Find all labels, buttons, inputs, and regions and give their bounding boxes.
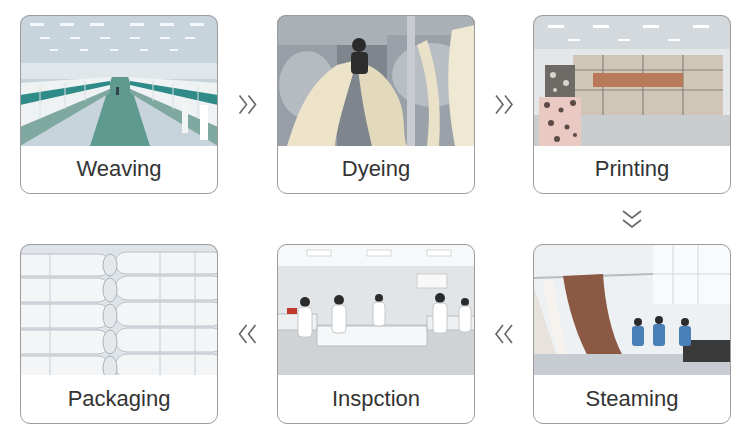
label-grounds [21,146,730,423]
steaming-photo [533,244,731,375]
process-card: Printing [533,15,731,194]
label-area: Dyeing [278,145,474,193]
printing-photo [533,15,731,146]
double-chevron-arrow [623,211,641,227]
inspection-photo [277,244,475,375]
step-label: Printing [595,156,670,182]
step-label: Packaging [68,386,171,412]
double-chevron-arrow [240,325,256,343]
double-chevron-arrow [496,325,512,343]
double-chevron-arrow [240,96,256,114]
label-area: Printing [534,145,730,193]
process-card: Inspction [277,244,475,424]
label-area: Weaving [21,145,217,193]
label-area: Steaming [534,375,730,423]
process-card: Weaving [20,15,218,194]
process-card: Steaming [533,244,731,424]
process-card: Dyeing [277,15,475,194]
step-label: Weaving [76,156,161,182]
process-card: Packaging [20,244,218,424]
packaging-photo [0,244,225,380]
label-area: Inspction [278,375,474,423]
step-label: Steaming [586,386,679,412]
double-chevron-arrow [496,96,512,114]
label-area: Packaging [21,375,217,423]
step-label: Dyeing [342,156,410,182]
step-label: Inspction [332,386,420,412]
dyeing-photo [277,15,475,146]
weaving-photo [20,15,218,146]
